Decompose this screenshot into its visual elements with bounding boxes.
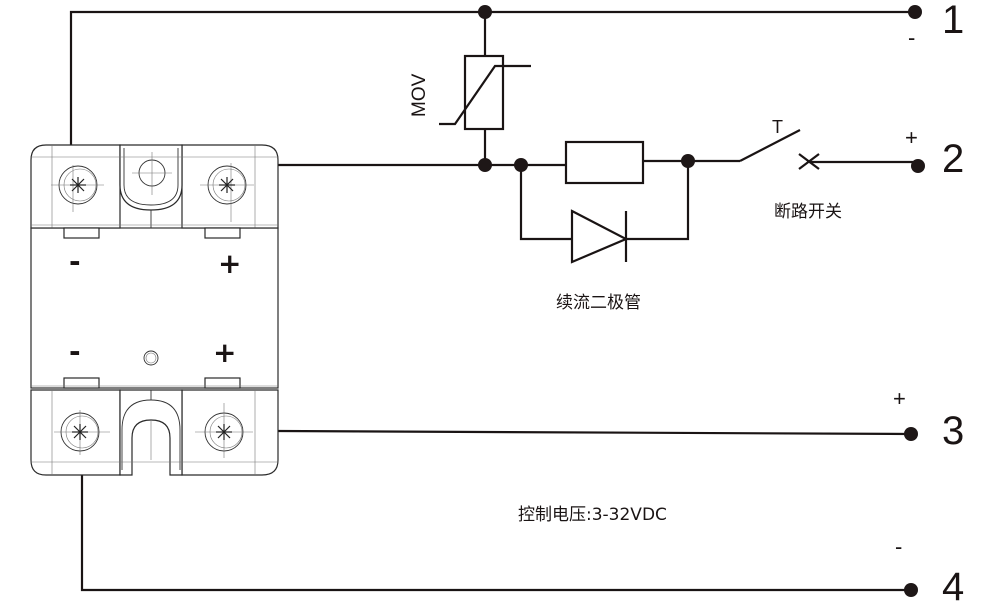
switch-blade: [739, 129, 801, 162]
wire-terminal-1: [69, 10, 913, 165]
terminal-3-label: 3: [942, 409, 964, 453]
diode-label: 续流二极管: [556, 293, 641, 313]
relay-bottom-left-sign: -: [69, 335, 81, 368]
terminal-3-dot: [904, 427, 918, 441]
relay-top-block: [30, 144, 121, 229]
control-voltage-label: 控制电压:3-32VDC: [518, 505, 667, 525]
junction-nodes: [478, 5, 925, 597]
relay-top-right-sign: +: [218, 247, 241, 280]
solid-state-relay: - + - +: [30, 144, 279, 476]
node-mov: [478, 158, 492, 172]
mov-varistor: [439, 54, 531, 131]
mov-label: MOV: [409, 73, 430, 117]
top-left-tab: [63, 227, 100, 239]
node-top: [478, 5, 492, 19]
breaker-label: 断路开关: [774, 202, 842, 222]
node-diode-right: [681, 154, 695, 168]
screw-top-left-icon: [51, 165, 104, 212]
freewheel-diode: [570, 209, 629, 264]
wire-terminal-3: [277, 429, 912, 436]
screw-top-right-icon: [200, 163, 254, 222]
screw-bottom-right-icon: [195, 403, 253, 458]
relay-top-left-sign: -: [69, 245, 81, 278]
terminal-1-label: 1: [942, 0, 964, 42]
terminal-2-dot: [911, 159, 925, 173]
terminal-2-label: 2: [942, 137, 964, 181]
terminal-3-polarity: +: [893, 386, 906, 411]
switch-label: T: [772, 117, 783, 137]
screw-bottom-left-icon: [54, 410, 110, 455]
node-diode-left: [514, 158, 528, 172]
top-right-tab: [204, 227, 241, 239]
terminal-1-dot: [908, 5, 922, 19]
load-box: [564, 140, 645, 185]
terminal-4-label: 4: [942, 565, 964, 609]
terminal-4-dot: [904, 583, 918, 597]
bottom-right-tab: [204, 377, 241, 389]
terminal-2-polarity: +: [905, 125, 918, 150]
terminal-1-polarity: -: [908, 25, 915, 50]
wire-terminal-4: [80, 475, 911, 592]
relay-bottom-right-sign: +: [213, 336, 236, 369]
terminal-4-polarity: -: [895, 534, 902, 559]
bottom-left-tab: [63, 377, 100, 389]
led-indicator: [143, 350, 159, 366]
